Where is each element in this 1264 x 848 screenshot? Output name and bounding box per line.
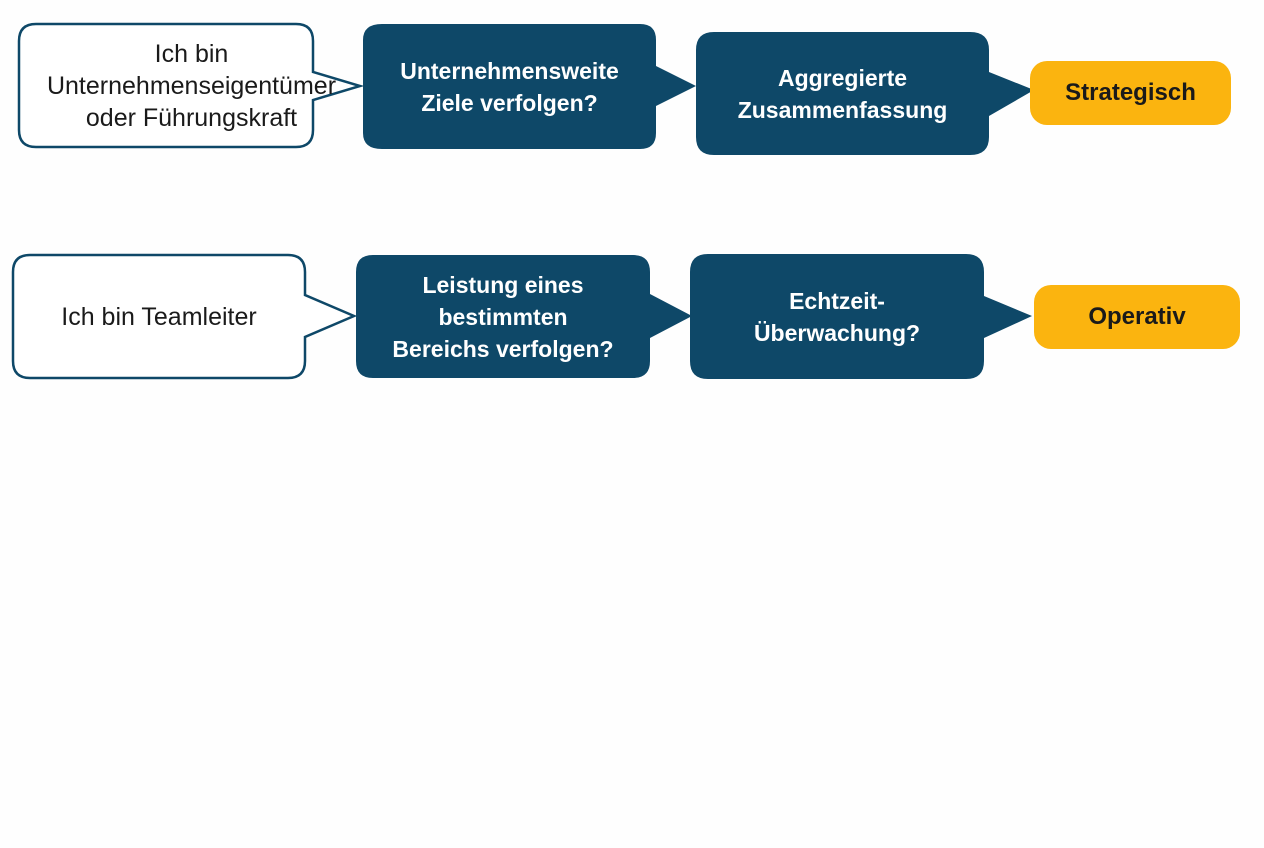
- person-label-line: Ich bin Teamleiter: [61, 302, 257, 331]
- question-label-area-performance: Leistung eines bestimmten Bereichs verfo…: [356, 255, 650, 378]
- result-label-strategic: Strategisch: [1030, 61, 1231, 125]
- view-label-line: Zusammenfassung: [737, 96, 948, 123]
- result-label-text: Operativ: [1088, 303, 1186, 330]
- view-bubble-aggregated-summary: [696, 32, 1034, 155]
- view-label-line: Aggregierte: [777, 64, 908, 91]
- result-label-text: Strategisch: [1065, 79, 1196, 106]
- view-label-line: Überwachung?: [753, 319, 921, 346]
- result-box-operational: [1034, 285, 1240, 349]
- person-label-owner: Ich bin Unternehmenseigentümer oder Führ…: [19, 24, 364, 147]
- question-bubble-area-performance: [356, 255, 692, 378]
- person-label-line: Unternehmenseigentümer: [46, 71, 337, 100]
- view-label-aggregated-summary: Aggregierte Zusammenfassung: [696, 32, 989, 155]
- question-label-company-goals: Unternehmensweite Ziele verfolgen?: [363, 24, 656, 149]
- question-bubble-company-goals: [363, 24, 696, 149]
- result-label-operational: Operativ: [1034, 285, 1240, 349]
- person-label-line: oder Führungskraft: [85, 103, 298, 132]
- result-box-strategic: [1030, 61, 1231, 125]
- question-label-line: Unternehmensweite: [400, 57, 619, 84]
- view-bubble-realtime-monitoring: [690, 254, 1032, 379]
- question-label-line: Leistung eines: [422, 271, 584, 298]
- question-label-line: Ziele verfolgen?: [421, 89, 598, 116]
- view-label-realtime-monitoring: Echtzeit- Überwachung?: [690, 254, 984, 379]
- person-label-line: Ich bin: [154, 39, 229, 68]
- view-label-line: Echtzeit-: [789, 287, 885, 314]
- question-label-line: Bereichs verfolgen?: [392, 335, 614, 362]
- person-label-teamlead: Ich bin Teamleiter: [13, 255, 305, 378]
- person-bubble-teamlead: [11, 253, 358, 380]
- question-label-line: bestimmten: [438, 303, 568, 330]
- person-bubble-owner: [17, 22, 365, 149]
